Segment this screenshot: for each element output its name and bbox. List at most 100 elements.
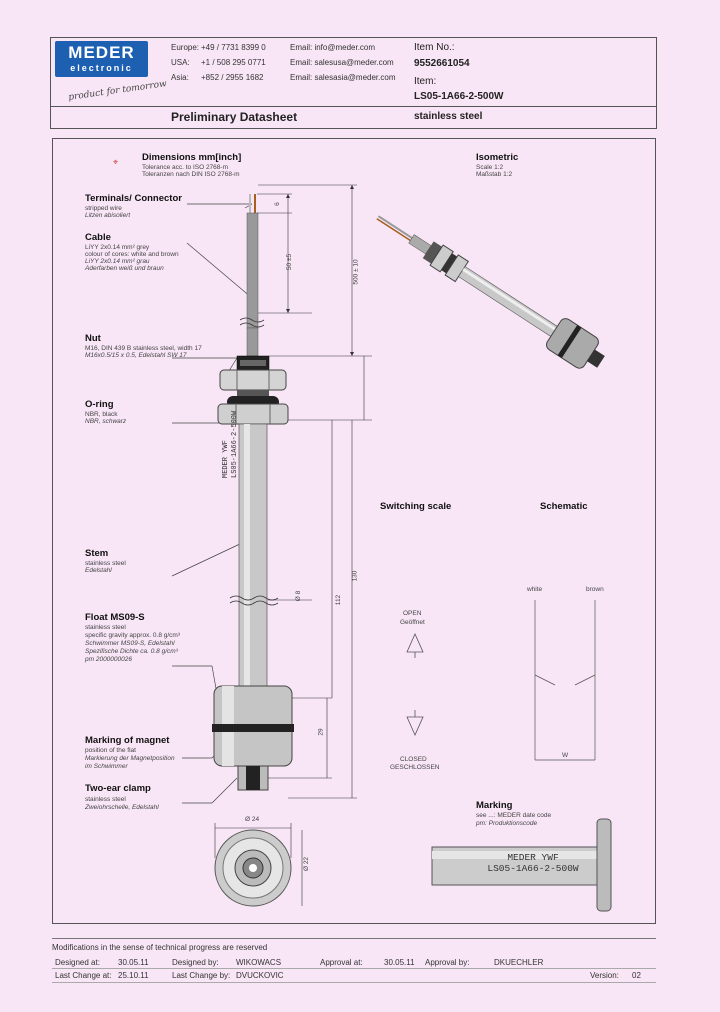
isometric-scale-de: Maßstab 1:2 (476, 171, 513, 178)
cable-line4: Aderfarben weiß und braun (85, 265, 164, 272)
contact-europe-region: Europe: (171, 43, 200, 52)
dim-6: 6 (273, 202, 281, 206)
oring-line1: NBR, black (85, 411, 118, 418)
item-no-label: Item No.: (414, 42, 455, 53)
meder-logo: MEDER electronic (55, 41, 148, 77)
version-value: 02 (632, 971, 641, 980)
contact-europe-phone: +49 / 7731 8399 0 (201, 43, 266, 52)
approval-at-label: Approval at: (320, 958, 363, 967)
isometric-title: Isometric (476, 152, 519, 163)
marking-text: MEDER YWF LS05-1A66-2-500W (478, 852, 588, 874)
footer-note: Modifications in the sense of technical … (52, 943, 268, 952)
cable-line1: LiYY 2x0.14 mm² grey (85, 244, 150, 251)
float-line2: specific gravity approx. 0.8 g/cm³ (85, 632, 181, 639)
contact-usa-region: USA: (171, 58, 190, 67)
schematic-title: Schematic (540, 501, 588, 512)
footer-divider-2 (52, 982, 656, 983)
float-line3: Schwimmer MS09-S, Edelstahl (85, 640, 175, 647)
closed-label-de: GESCHLOSSEN (390, 764, 440, 771)
contact-asia-phone: +852 / 2955 1682 (201, 73, 264, 82)
marking-text-line1: MEDER YWF (507, 852, 559, 863)
version-label: Version: (590, 971, 619, 980)
contact-asia-email: Email: salesasia@meder.com (290, 73, 396, 82)
terminals-line2: Litzen abisoliert (85, 212, 131, 219)
stem-line1: stainless steel (85, 560, 126, 567)
sensor-side-view (171, 184, 605, 907)
cable-line3: LiYY 2x0.14 mm² grau (85, 258, 150, 265)
open-label-de: Geöffnet (400, 619, 425, 626)
cable-title: Cable (85, 232, 111, 243)
clamp-line1: stainless steel (85, 796, 126, 803)
approval-at-value: 30.05.11 (384, 958, 415, 967)
dim-24: Ø 24 (245, 816, 260, 823)
stem-marking-line1: MEDER YWF (222, 440, 230, 478)
marking-text-line2: LS05-1A66-2-500W (487, 863, 579, 874)
open-label: OPEN (403, 610, 422, 617)
item-no-value: 9552661054 (414, 58, 470, 69)
material-value: stainless steel (414, 111, 483, 122)
marking-magnet-title: Marking of magnet (85, 735, 170, 746)
last-change-label: Last Change at: (55, 971, 112, 980)
stem-marking-line2: LS05-1A66-2-500W (231, 410, 239, 478)
drawing-frame (52, 138, 656, 924)
footer-divider-1 (52, 968, 656, 969)
contact-usa-email: Email: salesusa@meder.com (290, 58, 394, 67)
item-value: LS05-1A66-2-500W (414, 91, 504, 102)
marking-line2: pm: Produktionscode (476, 820, 538, 827)
schematic-white: white (527, 586, 543, 593)
dim-50: 50 ±5 (286, 253, 294, 271)
dimensions-tolerance-de: Toleranzen nach DIN ISO 2768-m (142, 171, 240, 178)
terminals-title: Terminals/ Connector (85, 193, 182, 204)
dim-8: Ø 8 (295, 590, 303, 602)
clamp-line2: Zweiohrschelle, Edelstahl (85, 804, 159, 811)
dim-22: Ø 22 (303, 856, 311, 872)
nut-title: Nut (85, 333, 101, 344)
nut-line1: M16, DIN 439 B stainless steel, width 17 (85, 345, 202, 352)
schematic-brown: brown (586, 586, 604, 593)
designed-by-label: Designed by: (172, 958, 219, 967)
approval-by-label: Approval by: (425, 958, 470, 967)
dimensions-title: Dimensions mm[inch] (142, 152, 242, 163)
marking-magnet-line2: Markierung der Magnetposition (85, 755, 175, 762)
cable-line2: colour of cores: white and brown (85, 251, 179, 258)
approval-by-value: DKUECHLER (494, 958, 544, 967)
dim-29: 29 (317, 728, 325, 736)
stem-marking: MEDER YWF LS05-1A66-2-500W (222, 388, 240, 478)
page-title: Preliminary Datasheet (171, 110, 298, 124)
closed-label: CLOSED (400, 756, 427, 763)
marking-title: Marking (476, 800, 513, 811)
contact-europe-email: Email: info@meder.com (290, 43, 376, 52)
clamp-title: Two-ear clamp (85, 783, 151, 794)
contact-asia-region: Asia: (171, 73, 189, 82)
float-title: Float MS09-S (85, 612, 145, 623)
contact-usa-phone: +1 / 508 295 0771 (201, 58, 266, 67)
designed-at-label: Designed at: (55, 958, 100, 967)
schematic-w: W (562, 752, 569, 759)
isometric-scale: Scale 1:2 (476, 164, 504, 171)
dim-500: 500 ± 10 (352, 259, 360, 285)
stem-title: Stem (85, 548, 109, 559)
marking-line1: see ...: MEDER date code (476, 812, 552, 819)
marking-magnet-line1: position of the flat (85, 747, 136, 754)
designed-by-value: WIKOWACS (236, 958, 282, 967)
stem-line2: Edelstahl (85, 567, 112, 574)
oring-title: O-ring (85, 399, 114, 410)
float-line4: Spezifische Dichte ca. 0.8 g/cm³ (85, 648, 178, 655)
item-label: Item: (414, 76, 437, 87)
dim-112: 112 (335, 594, 343, 606)
nut-line2: M16x0.5/15 x 0.5, Edelstahl SW 17 (85, 352, 187, 359)
last-change-by-value: DVUCKOVIC (236, 971, 284, 980)
projection-icon: ⌖ (113, 157, 119, 167)
dim-130: 130 (351, 570, 359, 582)
float-line1: stainless steel (85, 624, 126, 631)
designed-at-value: 30.05.11 (118, 958, 149, 967)
marking-stem-view (431, 818, 612, 912)
last-change-by-label: Last Change by: (172, 971, 231, 980)
header-divider (50, 106, 656, 107)
switching-arrows (406, 633, 424, 736)
dimensions-tolerance: Tolerance acc. to ISO 2768-m (142, 164, 228, 171)
header-box (50, 37, 657, 129)
oring-line2: NBR, schwarz (85, 418, 127, 425)
last-change-value: 25.10.11 (118, 971, 149, 980)
switching-title: Switching scale (380, 501, 452, 512)
